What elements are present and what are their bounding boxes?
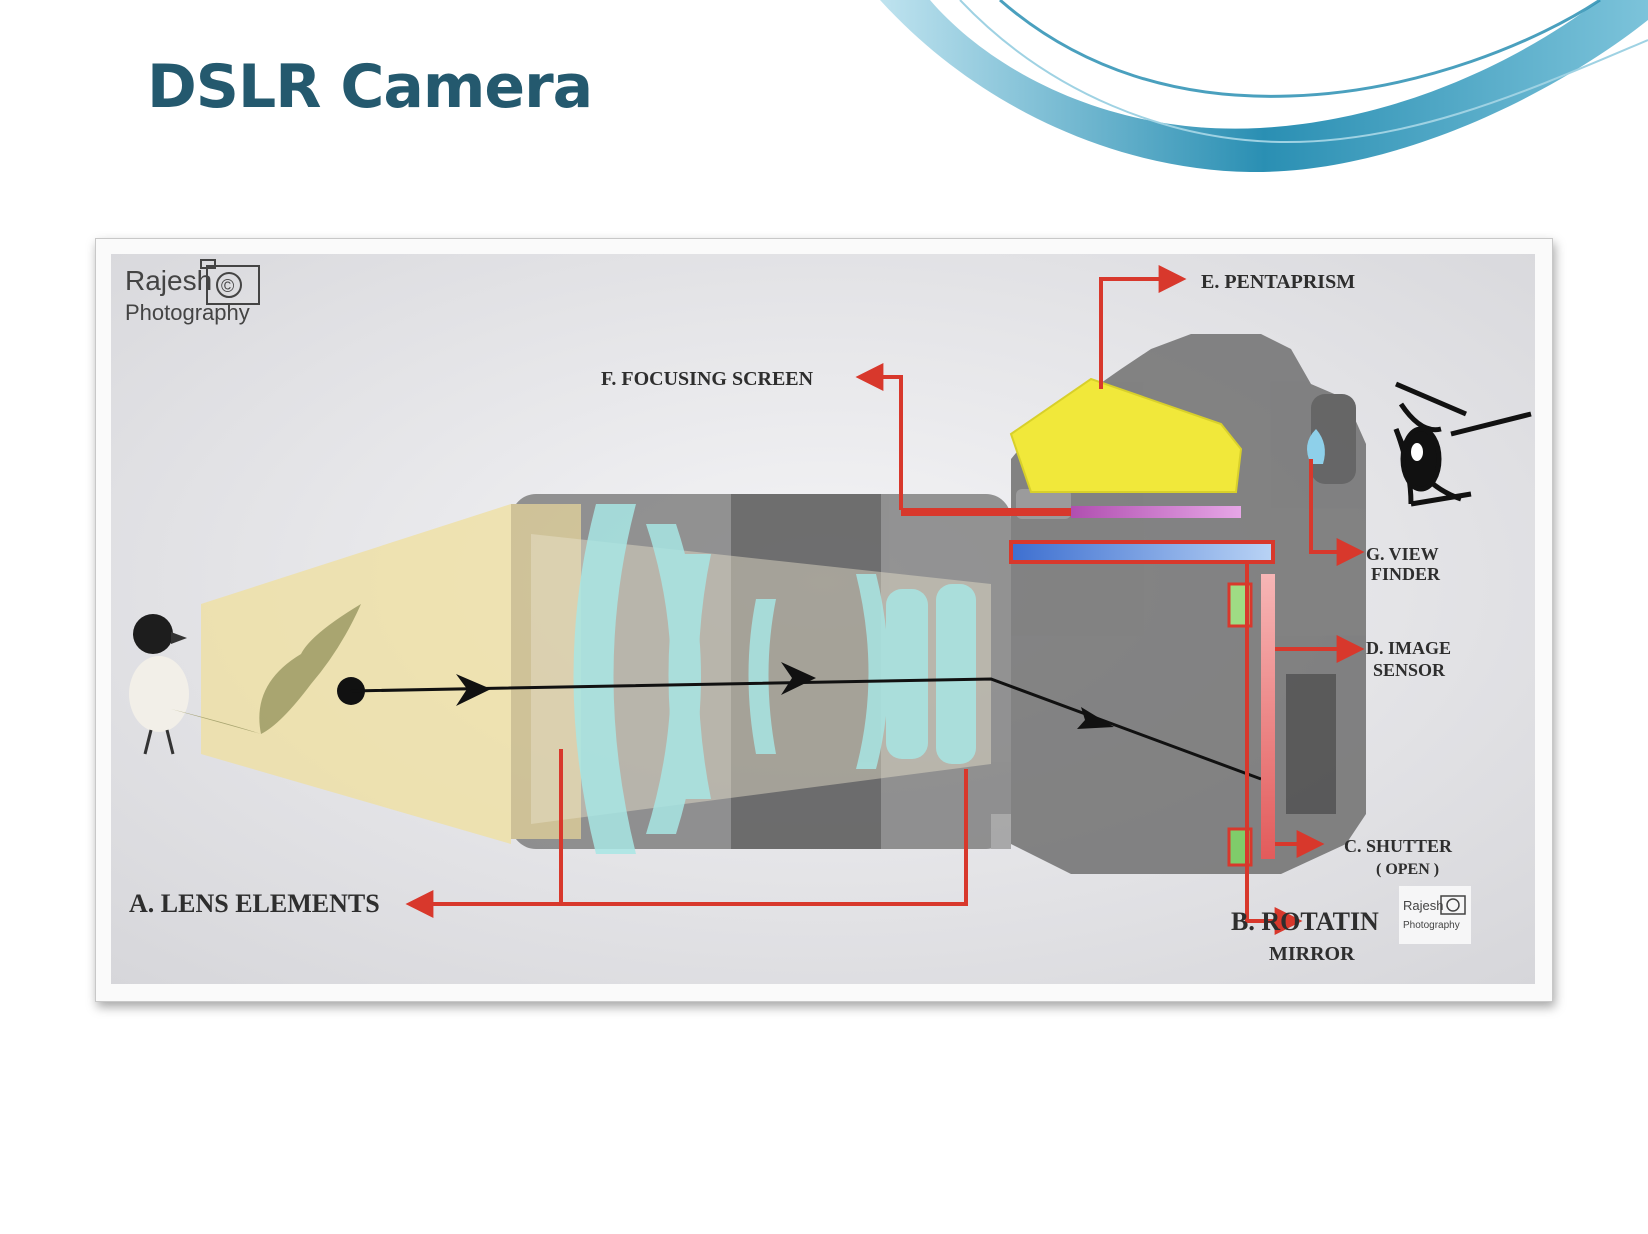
label-pentaprism: E. PENTAPRISM [1201,271,1355,293]
pentaprism-shape [1009,377,1243,493]
svg-text:Rajesh: Rajesh [1403,898,1443,913]
lens-elements-glass [573,504,976,854]
label-image-sensor-2: SENSOR [1373,660,1446,680]
image-sensor-bar [1261,574,1275,859]
label-rotating-mirror-2: MIRROR [1269,943,1355,965]
viewfinder-light-icon [1307,429,1325,464]
watermark-logo-small: Rajesh Photography [1399,886,1471,944]
label-lens-elements: A. LENS ELEMENTS [129,889,380,918]
label-focusing-screen: F. FOCUSING SCREEN [601,368,814,390]
rotating-mirror-bar [1009,540,1275,564]
light-ray-path [337,662,1262,781]
header-swoosh-decoration [880,0,1648,173]
watermark-logo: Rajesh Photography © [125,259,260,325]
eye-icon [1393,381,1532,507]
label-leaders [405,265,1365,935]
svg-text:Rajesh: Rajesh [125,265,212,296]
label-shutter-2: ( OPEN ) [1376,861,1439,878]
svg-text:Photography: Photography [1403,920,1460,931]
label-view-finder-2: FINDER [1371,564,1441,584]
diagram-frame: Rajesh Photography © [95,238,1553,1002]
focusing-screen-bar [901,506,1241,518]
camera-icon [200,259,260,305]
label-view-finder-1: G. VIEW [1366,544,1439,564]
dslr-cross-section-diagram: Rajesh Photography © [111,254,1535,984]
label-rotating-mirror-1: B. ROTATIN [1231,907,1379,936]
light-cone [201,504,511,844]
label-shutter-1: C. SHUTTER [1344,836,1453,856]
svg-text:©: © [221,276,234,296]
bird-icon [129,604,361,755]
label-image-sensor-1: D. IMAGE [1366,638,1451,658]
slide-title: DSLR Camera [147,52,593,122]
